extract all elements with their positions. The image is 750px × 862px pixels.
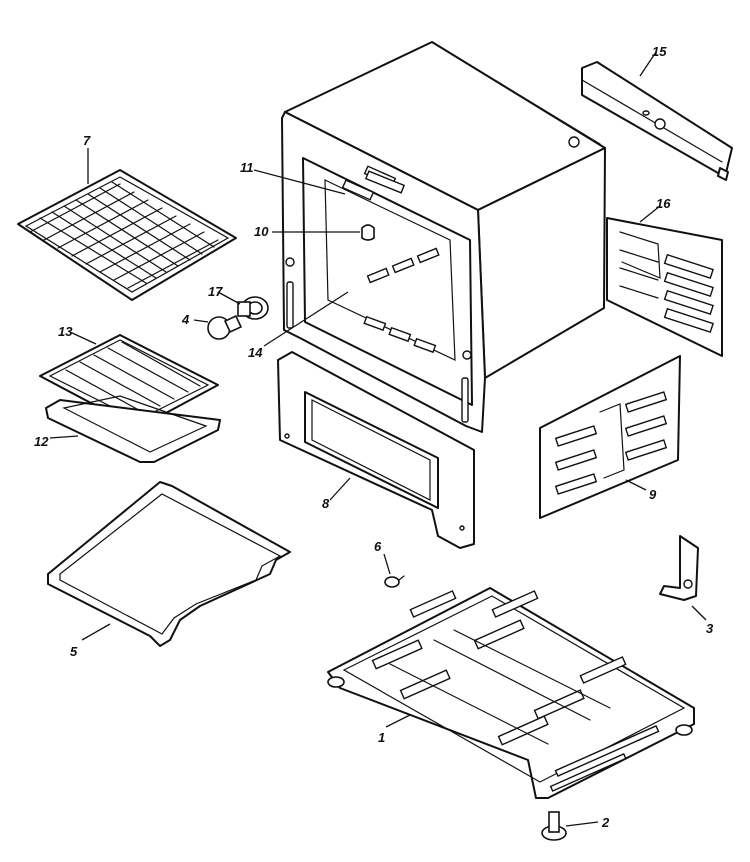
part-17-lamp-socket bbox=[237, 296, 269, 320]
part-4-light-bulb bbox=[207, 314, 243, 340]
part-3-bracket bbox=[659, 535, 699, 601]
callout-5: 5 bbox=[70, 644, 78, 659]
part-15-rear-panel bbox=[581, 61, 733, 181]
callout-13: 13 bbox=[58, 324, 73, 339]
callout-16: 16 bbox=[656, 196, 671, 211]
part-6-screw bbox=[384, 575, 405, 588]
part-1-base-pan bbox=[327, 587, 695, 799]
part-7-oven-rack bbox=[17, 169, 237, 301]
callout-9: 9 bbox=[649, 487, 657, 502]
part-5-drawer-liner bbox=[47, 481, 291, 647]
part-9-side-panel bbox=[539, 355, 681, 519]
callout-12: 12 bbox=[34, 434, 49, 449]
callout-17: 17 bbox=[208, 284, 223, 299]
callout-11: 11 bbox=[240, 160, 254, 175]
part-12-broiler-pan bbox=[45, 395, 221, 463]
oven-cavity bbox=[281, 41, 606, 433]
part-2-leveling-leg bbox=[541, 811, 567, 841]
leader-lines bbox=[49, 51, 707, 827]
callout-10: 10 bbox=[254, 224, 269, 239]
callout-4: 4 bbox=[181, 312, 190, 327]
callout-3: 3 bbox=[706, 621, 714, 636]
callout-8: 8 bbox=[322, 496, 330, 511]
callout-6: 6 bbox=[374, 539, 382, 554]
callout-15: 15 bbox=[652, 44, 667, 59]
callout-1: 1 bbox=[378, 730, 385, 745]
callout-labels: 1 2 3 4 5 6 7 8 9 10 11 12 13 14 15 16 1… bbox=[34, 44, 714, 830]
callout-14: 14 bbox=[248, 345, 263, 360]
part-16-side-panel bbox=[606, 217, 723, 357]
callout-2: 2 bbox=[601, 815, 610, 830]
part-8-lower-front-panel bbox=[277, 351, 475, 549]
callout-7: 7 bbox=[83, 133, 91, 148]
